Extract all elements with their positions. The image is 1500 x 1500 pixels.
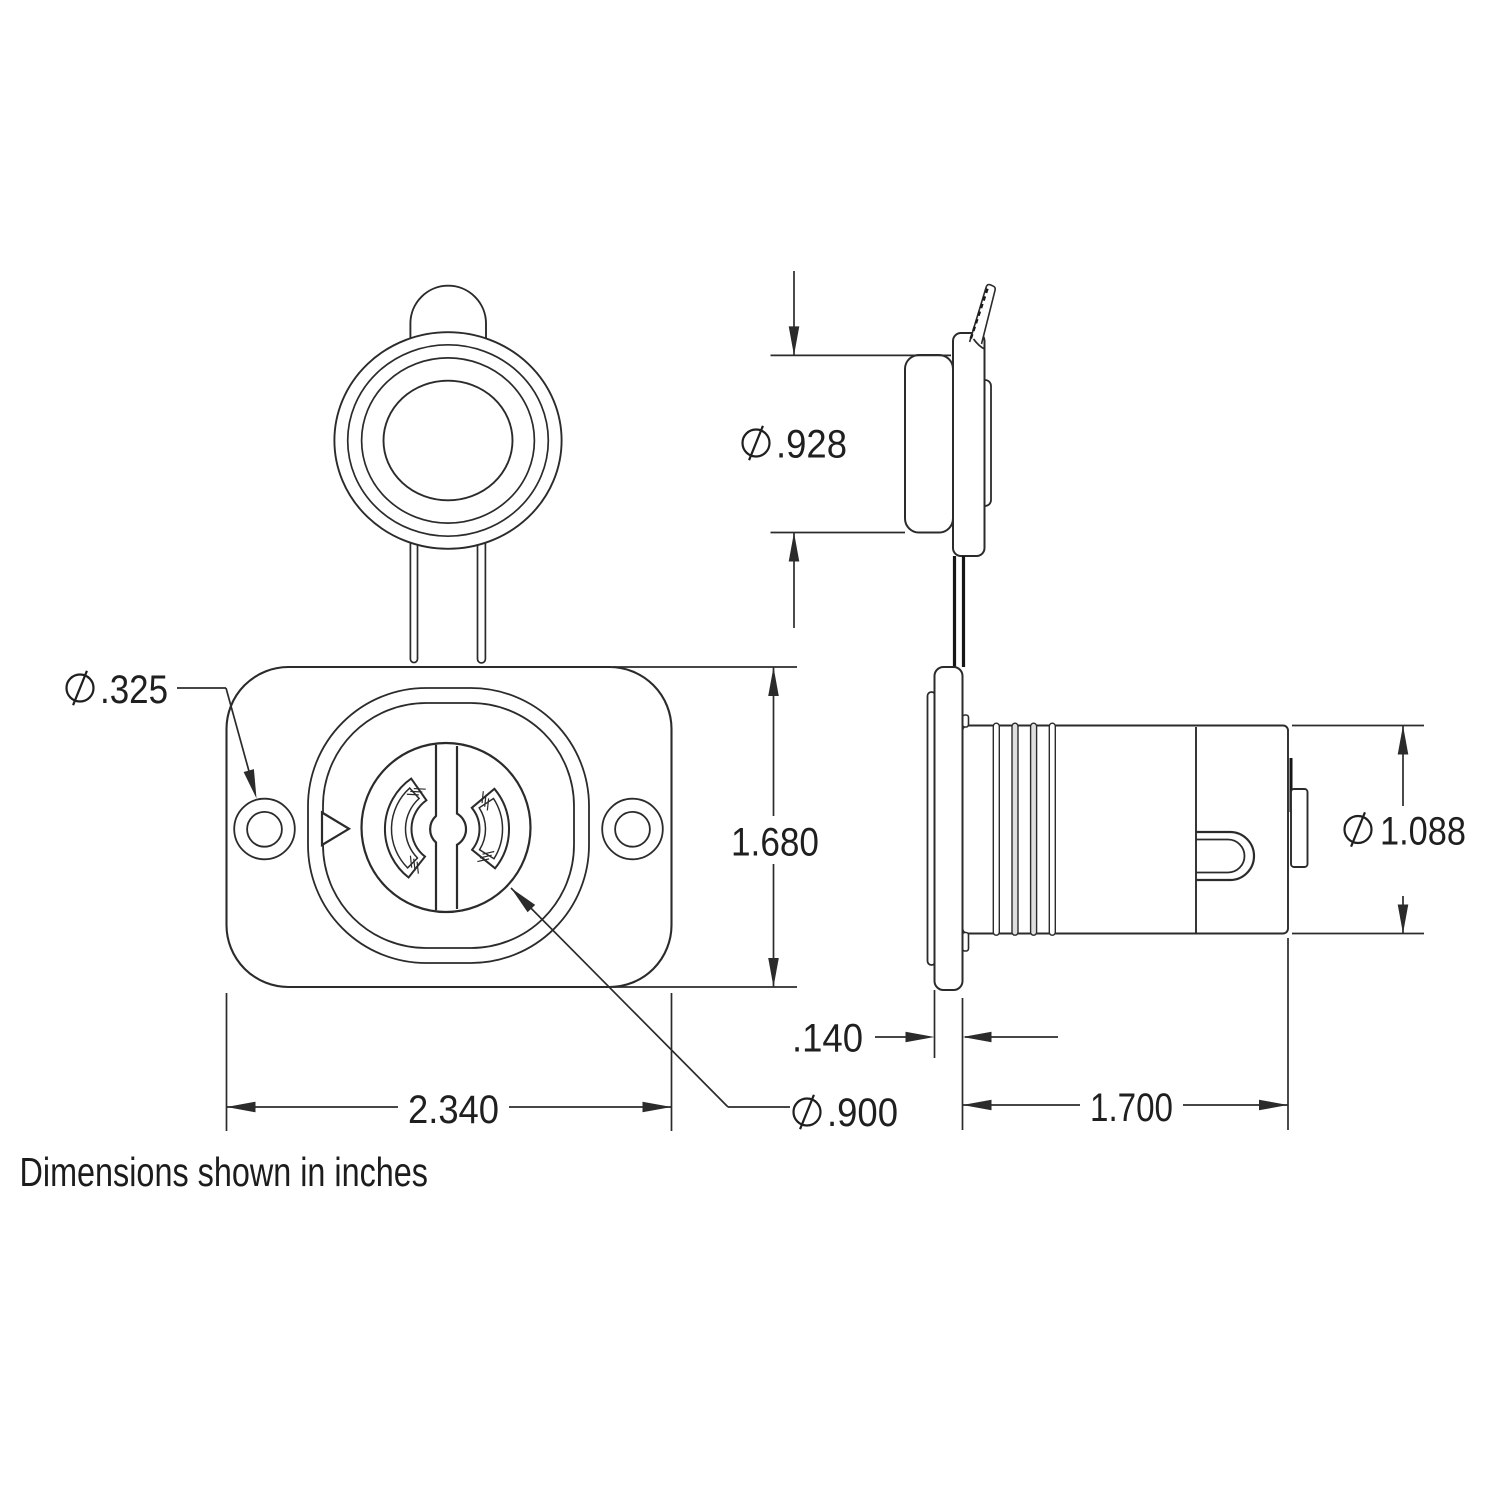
svg-text:.140: .140 [792, 1017, 863, 1061]
svg-text:.900: .900 [827, 1091, 898, 1135]
svg-text:2.340: 2.340 [408, 1088, 499, 1132]
svg-text:.325: .325 [100, 668, 168, 712]
svg-text:1.088: 1.088 [1380, 810, 1466, 854]
svg-text:Dimensions shown in inches: Dimensions shown in inches [20, 1149, 429, 1195]
svg-text:1.700: 1.700 [1090, 1086, 1173, 1130]
svg-text:.928: .928 [776, 423, 847, 467]
svg-text:1.680: 1.680 [731, 821, 819, 865]
